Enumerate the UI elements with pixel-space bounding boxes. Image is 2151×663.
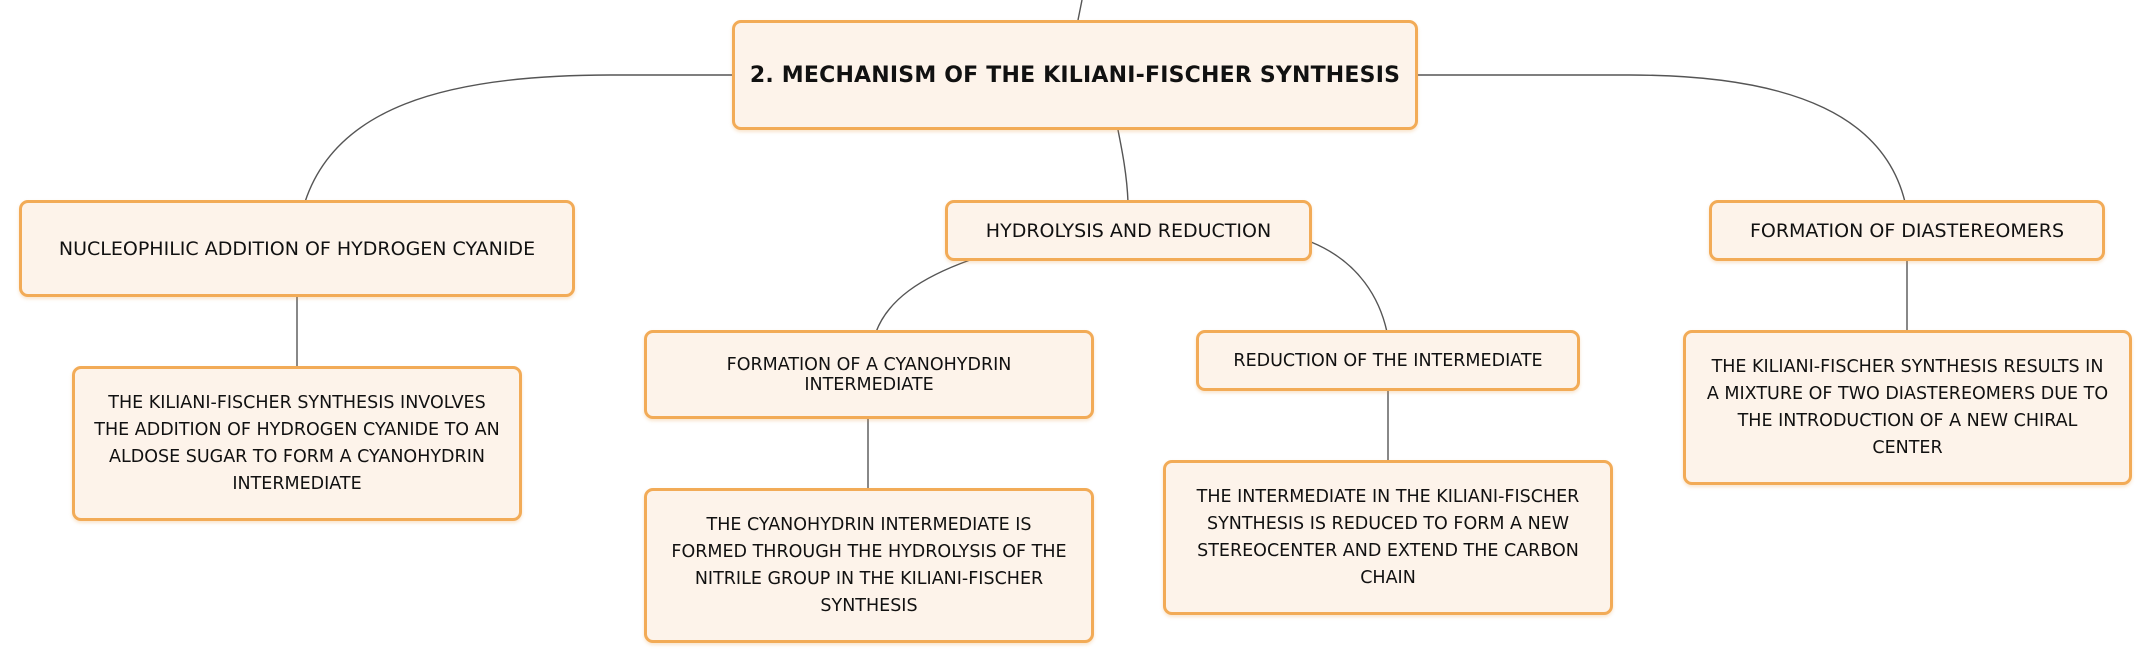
root-topic-label: 2. MECHANISM OF THE KILIANI-FISCHER SYNT…	[749, 62, 1401, 88]
topic-nucleophilic-addition[interactable]: NUCLEOPHILIC ADDITION OF HYDROGEN CYANID…	[19, 200, 575, 297]
topic-reduction-intermediate[interactable]: REDUCTION OF THE INTERMEDIATE	[1196, 330, 1580, 391]
connector-hydrolysis-to-reduction	[1310, 241, 1388, 333]
connector-root-to-diastereomers	[1418, 74, 1906, 203]
detail-diastereomers[interactable]: THE KILIANI-FISCHER SYNTHESIS RESULTS IN…	[1683, 330, 2132, 485]
detail-nucleophilic-addition-text: THE KILIANI-FISCHER SYNTHESIS INVOLVES T…	[94, 392, 500, 494]
detail-nucleophilic-addition[interactable]: THE KILIANI-FISCHER SYNTHESIS INVOLVES T…	[72, 366, 522, 521]
topic-cyanohydrin-formation-label: FORMATION OF A CYANOHYDRIN INTERMEDIATE	[726, 354, 1012, 395]
detail-reduction-intermediate-text: THE INTERMEDIATE IN THE KILIANI-FISCHER …	[1196, 486, 1580, 588]
topic-nucleophilic-addition-label: NUCLEOPHILIC ADDITION OF HYDROGEN CYANID…	[58, 237, 536, 260]
connector-parent-to-root	[1077, 0, 1083, 21]
detail-cyanohydrin-formation[interactable]: THE CYANOHYDRIN INTERMEDIATE IS FORMED T…	[644, 488, 1094, 643]
topic-hydrolysis-reduction[interactable]: HYDROLYSIS AND REDUCTION	[945, 200, 1312, 261]
root-topic[interactable]: 2. MECHANISM OF THE KILIANI-FISCHER SYNT…	[732, 20, 1418, 130]
detail-cyanohydrin-formation-text: THE CYANOHYDRIN INTERMEDIATE IS FORMED T…	[671, 514, 1067, 616]
topic-cyanohydrin-formation[interactable]: FORMATION OF A CYANOHYDRIN INTERMEDIATE	[644, 330, 1094, 419]
topic-diastereomers[interactable]: FORMATION OF DIASTEREOMERS	[1709, 200, 2105, 261]
connector-root-to-hydrolysis	[1117, 129, 1129, 203]
detail-diastereomers-text: THE KILIANI-FISCHER SYNTHESIS RESULTS IN…	[1706, 356, 2109, 458]
topic-hydrolysis-reduction-label: HYDROLYSIS AND REDUCTION	[985, 219, 1272, 242]
connector-hydrolysis-to-cyanohydrin	[875, 259, 971, 333]
detail-reduction-intermediate[interactable]: THE INTERMEDIATE IN THE KILIANI-FISCHER …	[1163, 460, 1613, 615]
topic-diastereomers-label: FORMATION OF DIASTEREOMERS	[1749, 219, 2065, 242]
connector-root-to-nucleophilic	[304, 74, 732, 203]
topic-reduction-intermediate-label: REDUCTION OF THE INTERMEDIATE	[1233, 350, 1543, 371]
